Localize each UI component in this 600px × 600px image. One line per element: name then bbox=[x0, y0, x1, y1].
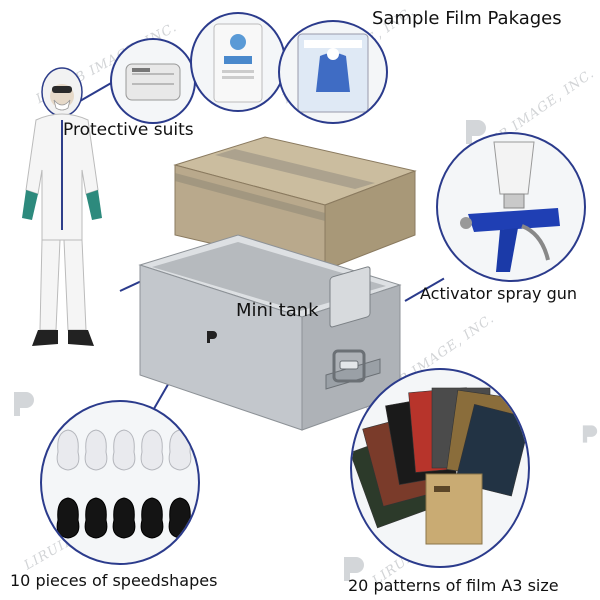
film-patterns-circle bbox=[350, 368, 530, 568]
suit-package-icon bbox=[213, 23, 263, 103]
watermark-logo-icon bbox=[14, 392, 34, 416]
spray-gun-circle bbox=[436, 132, 586, 282]
spray-gun-icon bbox=[460, 141, 560, 272]
spray-gun-label: Activator spray gun bbox=[420, 284, 578, 303]
watermark-logo-icon bbox=[344, 557, 364, 581]
suit-photo-icon bbox=[297, 33, 369, 113]
mask-icon bbox=[125, 63, 181, 101]
sample-film-label: Sample Film Pakages bbox=[372, 8, 562, 29]
mini-tank bbox=[138, 234, 402, 431]
watermark-logo-icon bbox=[582, 425, 598, 443]
mask-circle bbox=[110, 38, 196, 124]
suit-photo-circle bbox=[278, 20, 388, 124]
film-patterns-icon bbox=[352, 387, 528, 545]
film-patterns-label: 20 patterns of film A3 size bbox=[348, 576, 559, 595]
speedshapes-icon bbox=[56, 429, 192, 539]
suit-package-circle bbox=[190, 12, 286, 112]
tank-logo-icon bbox=[207, 331, 217, 343]
speedshapes-circle bbox=[40, 400, 200, 565]
protective-suits-label: Protective suits bbox=[63, 120, 194, 140]
mini-tank-label: Mini tank bbox=[236, 300, 319, 321]
watermark-logo-icon bbox=[466, 120, 486, 144]
protective-suit-figure bbox=[22, 67, 102, 346]
tank-handle-icon bbox=[332, 349, 366, 383]
speedshapes-label: 10 pieces of speedshapes bbox=[10, 571, 218, 590]
